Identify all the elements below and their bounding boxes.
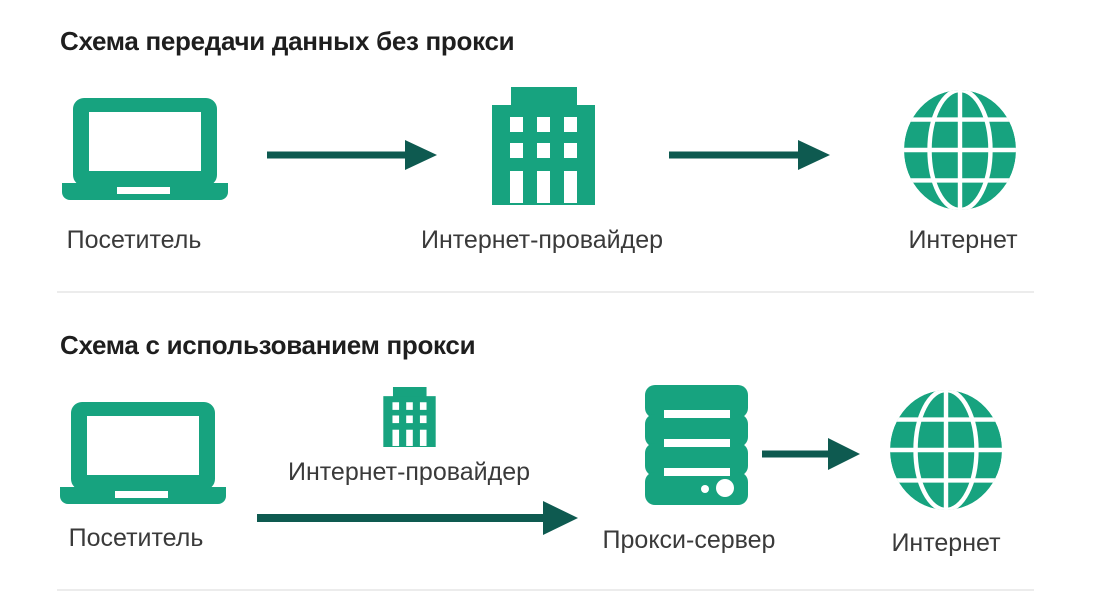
globe-icon	[903, 88, 1017, 212]
arrow-right-icon	[267, 140, 437, 170]
visitor-label: Посетитель	[66, 226, 202, 254]
internet-label: Интернет	[891, 529, 1001, 557]
isp-label: Интернет-провайдер	[287, 458, 531, 486]
laptop-icon	[62, 98, 228, 202]
laptop-icon	[60, 402, 226, 506]
arrow-right-icon	[669, 140, 830, 170]
proxy-server-label: Прокси-сервер	[602, 526, 776, 554]
internet-label: Интернет	[908, 226, 1018, 254]
isp-label: Интернет-провайдер	[420, 226, 664, 254]
server-icon	[645, 385, 748, 505]
arrow-right-icon	[257, 500, 578, 536]
section-1-title: Схема передачи данных без прокси	[60, 26, 515, 56]
section-divider	[57, 291, 1034, 293]
building-icon	[383, 387, 436, 447]
visitor-label: Посетитель	[68, 524, 204, 552]
section-divider	[57, 589, 1034, 591]
building-icon	[492, 87, 595, 205]
section-2-title: Схема с использованием прокси	[60, 330, 476, 360]
globe-icon	[889, 388, 1003, 512]
arrow-right-icon	[762, 438, 860, 470]
